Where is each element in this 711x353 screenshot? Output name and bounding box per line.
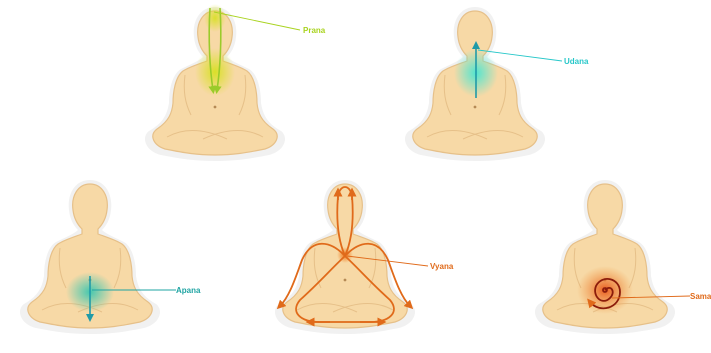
prana-label: Prana [303, 26, 326, 35]
figure-apana: Apana [20, 180, 201, 334]
vyana-label: Vyana [430, 262, 454, 271]
figure-vyana: Vyana [275, 180, 454, 334]
apana-label: Apana [176, 286, 201, 295]
samana-label: Samar [690, 292, 711, 301]
figure-samana: Samar [535, 180, 711, 334]
figure-prana: Prana [145, 4, 326, 161]
udana-label: Udana [564, 57, 589, 66]
figure-udana: Udana [405, 7, 589, 161]
